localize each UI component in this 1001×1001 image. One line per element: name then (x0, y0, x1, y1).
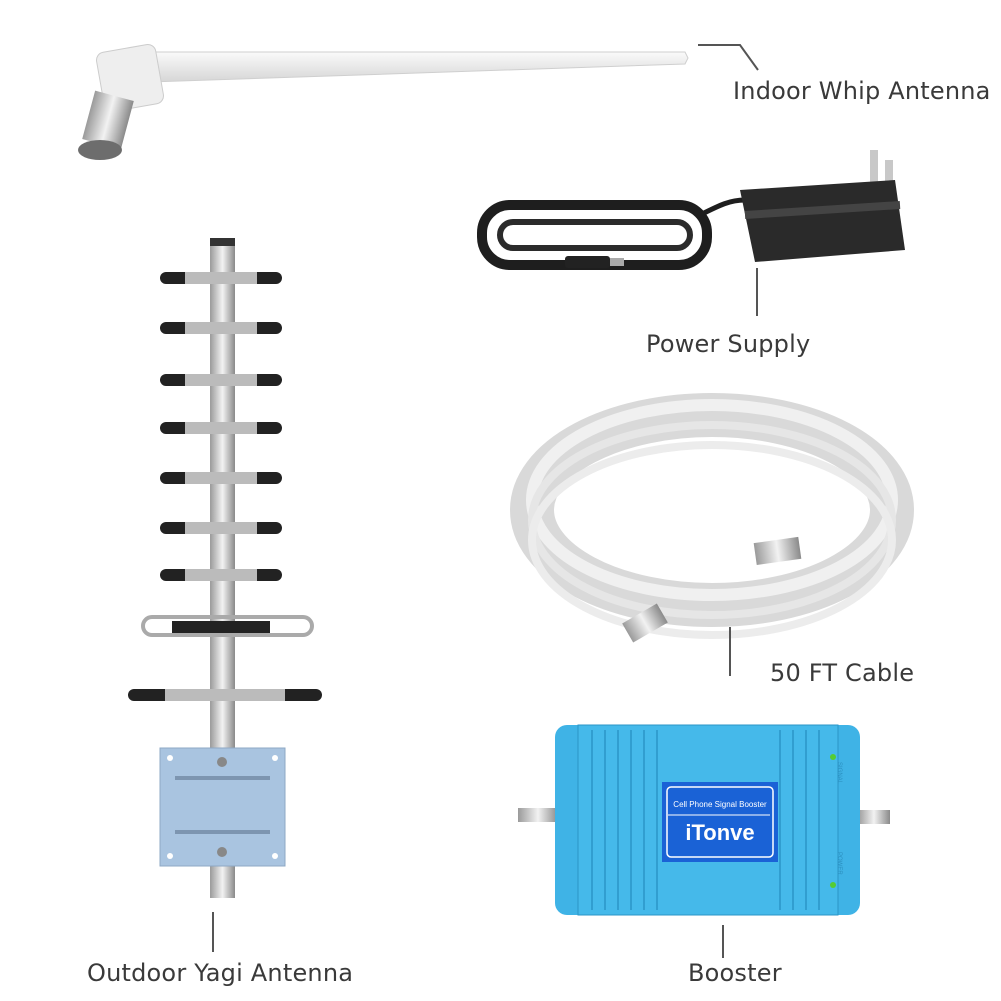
label-indoor-whip-antenna: Indoor Whip Antenna (733, 77, 991, 105)
led-power-label: POWER (836, 852, 842, 875)
label-outdoor-yagi-antenna: Outdoor Yagi Antenna (87, 959, 354, 987)
signal-booster (518, 724, 890, 916)
label-power-supply: Power Supply (646, 330, 811, 358)
whip-leader-line (698, 44, 759, 71)
booster-brand: iTonve (685, 820, 754, 845)
yagi-antenna (128, 238, 322, 898)
label-50ft-cable: 50 FT Cable (770, 659, 915, 687)
coax-cable-coil (510, 393, 914, 643)
led-signal-label: SIGNAL (836, 762, 842, 785)
power-supply (477, 150, 905, 270)
label-booster: Booster (688, 959, 782, 987)
whip-antenna (78, 44, 689, 160)
booster-subtitle: Cell Phone Signal Booster (673, 800, 767, 809)
